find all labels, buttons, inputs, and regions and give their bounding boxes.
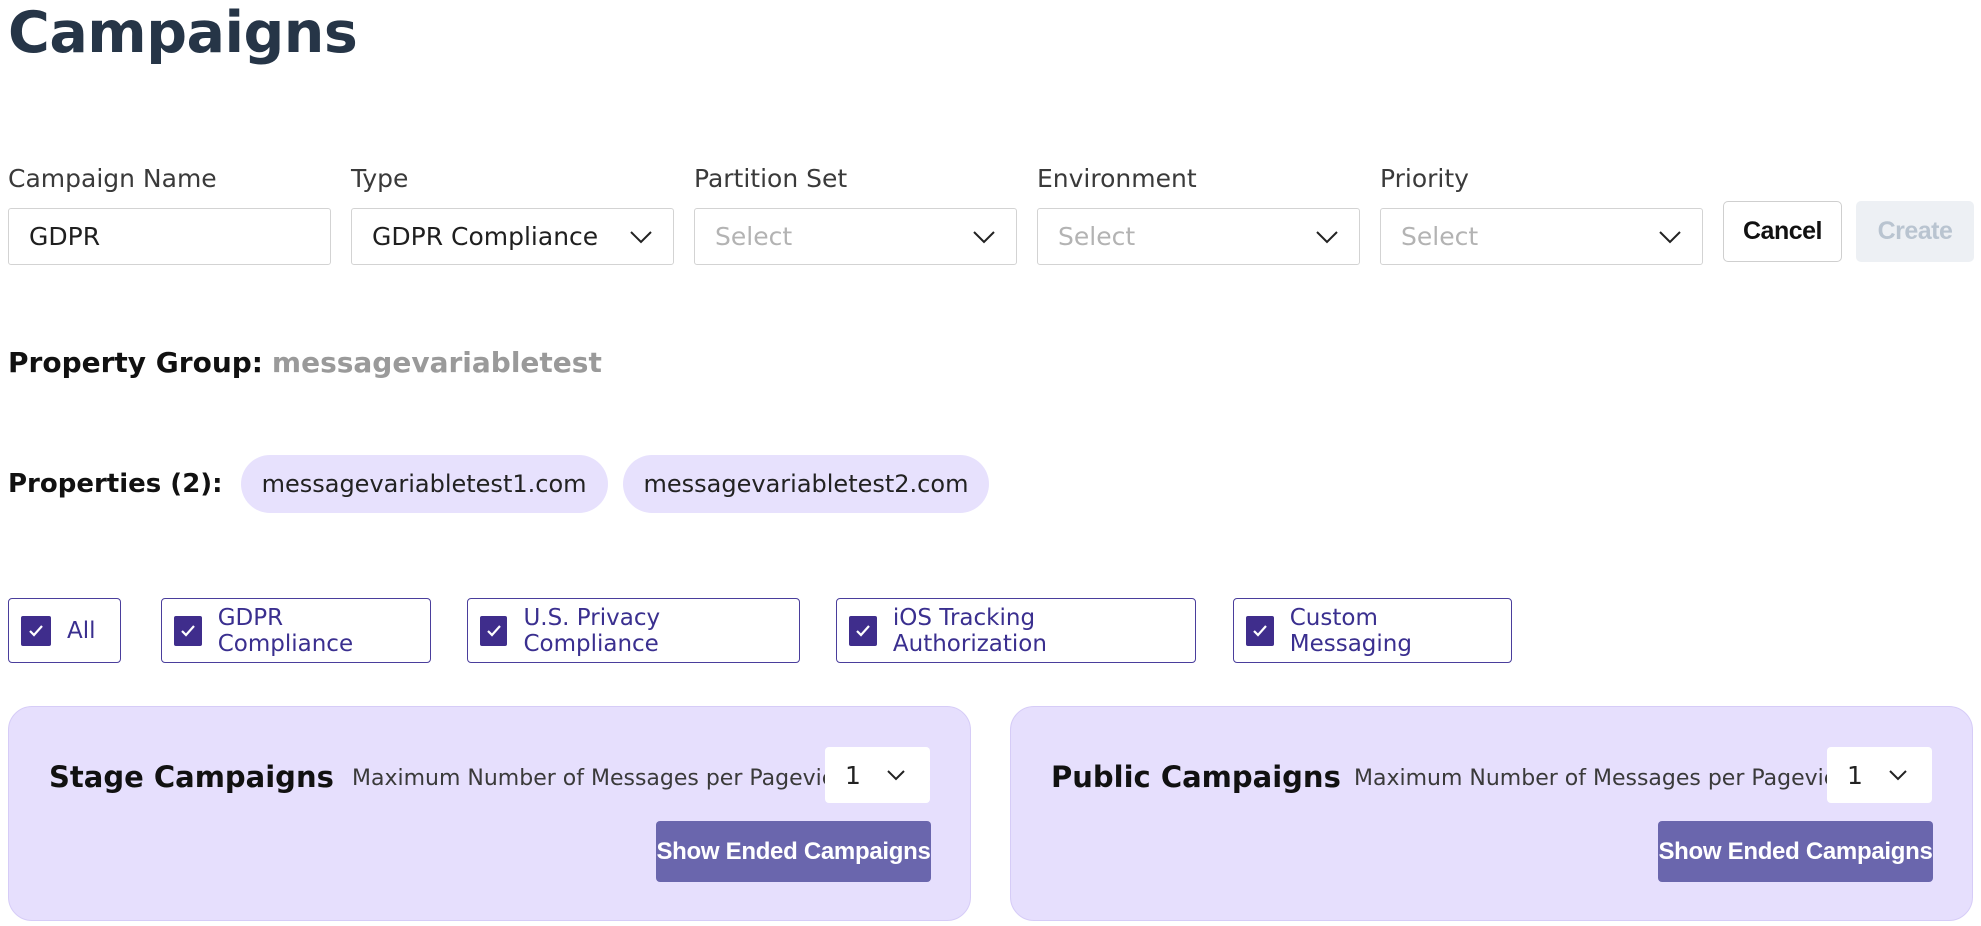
priority-label: Priority xyxy=(1380,164,1469,193)
public-max-messages-value: 1 xyxy=(1847,760,1863,790)
property-group-label: Property Group: xyxy=(8,346,263,379)
stage-max-messages-select[interactable]: 1 xyxy=(825,747,930,803)
priority-select[interactable]: Select xyxy=(1380,208,1703,265)
environment-placeholder: Select xyxy=(1058,222,1136,251)
filter-all[interactable]: All xyxy=(8,598,121,663)
property-group-value: messagevariabletest xyxy=(271,346,602,379)
campaign-name-field: Campaign Name GDPR xyxy=(8,162,331,265)
partition-set-placeholder: Select xyxy=(715,222,793,251)
filter-all-label: All xyxy=(67,617,96,644)
public-campaigns-panel: Public Campaigns Maximum Number of Messa… xyxy=(1010,706,1973,921)
stage-show-ended-campaigns-button[interactable]: Show Ended Campaigns xyxy=(656,821,931,882)
stage-max-messages-label: Maximum Number of Messages per Pageview: xyxy=(352,766,860,791)
checkbox-checked-icon[interactable] xyxy=(174,615,202,646)
filter-custom-messaging-label: Custom Messaging xyxy=(1289,604,1412,657)
checkbox-checked-icon[interactable] xyxy=(849,615,877,646)
environment-field: Environment Select xyxy=(1037,162,1360,265)
chevron-down-icon xyxy=(973,230,995,243)
filter-us-privacy-compliance[interactable]: U.S. Privacy Compliance xyxy=(467,598,800,663)
page-title: Campaigns xyxy=(8,0,358,66)
stage-max-messages-value: 1 xyxy=(845,760,861,790)
partition-set-label: Partition Set xyxy=(694,164,848,193)
stage-campaigns-panel: Stage Campaigns Maximum Number of Messag… xyxy=(8,706,971,921)
priority-field: Priority Select xyxy=(1380,162,1703,265)
campaign-name-input[interactable]: GDPR xyxy=(8,208,331,265)
filter-us-privacy-label: U.S. Privacy Compliance xyxy=(523,604,661,657)
chevron-down-icon xyxy=(630,230,652,243)
stage-campaigns-title: Stage Campaigns xyxy=(49,760,334,794)
create-button[interactable]: Create xyxy=(1856,201,1974,262)
properties-label: Properties (2): xyxy=(8,469,223,499)
filter-ios-tracking-authorization[interactable]: iOS Tracking Authorization xyxy=(836,598,1196,663)
partition-set-select[interactable]: Select xyxy=(694,208,1017,265)
filter-custom-messaging[interactable]: Custom Messaging xyxy=(1233,598,1512,663)
environment-select[interactable]: Select xyxy=(1037,208,1360,265)
filter-ios-tracking-label: iOS Tracking Authorization xyxy=(892,604,1047,657)
checkbox-checked-icon[interactable] xyxy=(21,615,51,646)
public-max-messages-select[interactable]: 1 xyxy=(1827,747,1932,803)
property-chip: messagevariabletest1.com xyxy=(240,455,608,513)
property-chip: messagevariabletest2.com xyxy=(622,455,990,513)
partition-set-field: Partition Set Select xyxy=(694,162,1017,265)
type-value: GDPR Compliance xyxy=(372,222,599,251)
filter-gdpr-label: GDPR Compliance xyxy=(217,604,354,657)
checkbox-checked-icon[interactable] xyxy=(1246,615,1274,646)
properties-row: Properties (2): messagevariabletest1.com… xyxy=(8,455,1004,513)
public-show-ended-campaigns-button[interactable]: Show Ended Campaigns xyxy=(1658,821,1933,882)
property-group: Property Group: messagevariabletest xyxy=(8,343,602,383)
campaign-name-value: GDPR xyxy=(29,222,101,251)
environment-label: Environment xyxy=(1037,164,1197,193)
checkbox-checked-icon[interactable] xyxy=(480,615,508,646)
type-field: Type GDPR Compliance xyxy=(351,162,674,265)
priority-placeholder: Select xyxy=(1401,222,1479,251)
public-campaigns-title: Public Campaigns xyxy=(1051,760,1341,794)
cancel-button[interactable]: Cancel xyxy=(1723,201,1842,262)
chevron-down-icon xyxy=(1659,230,1681,243)
chevron-down-icon xyxy=(1889,770,1907,781)
campaign-name-label: Campaign Name xyxy=(8,164,217,193)
public-max-messages-label: Maximum Number of Messages per Pageview: xyxy=(1354,766,1862,791)
chevron-down-icon xyxy=(887,770,905,781)
type-select[interactable]: GDPR Compliance xyxy=(351,208,674,265)
type-label: Type xyxy=(351,164,409,193)
filter-gdpr-compliance[interactable]: GDPR Compliance xyxy=(161,598,431,663)
chevron-down-icon xyxy=(1316,230,1338,243)
